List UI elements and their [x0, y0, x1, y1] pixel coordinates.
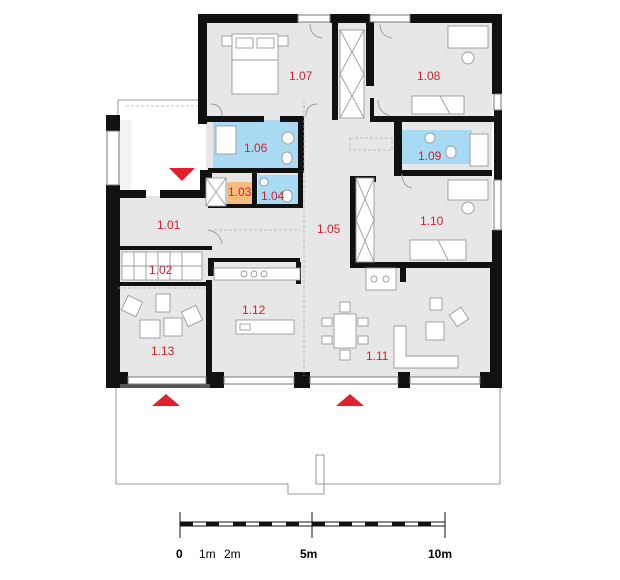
- room-label-1-06: 1.06: [244, 141, 268, 155]
- room-label-1-09: 1.09: [418, 149, 442, 163]
- scale-label-1m: 1m: [199, 547, 216, 561]
- room-label-1-02: 1.02: [149, 263, 173, 277]
- overhead-lines: [118, 100, 393, 376]
- scale-label-10m: 10m: [428, 547, 452, 561]
- room-label-1-10: 1.10: [420, 214, 444, 228]
- scale-label-0: 0: [176, 547, 183, 561]
- entrance-arrow-bottom-left: [152, 394, 180, 406]
- room-label-1-12: 1.12: [242, 303, 266, 317]
- room-labels: 1.01 1.02 1.03 1.04 1.05 1.06 1.07 1.08 …: [149, 69, 444, 363]
- room-label-1-01: 1.01: [157, 218, 181, 232]
- wc-1-03-fill: [227, 182, 253, 204]
- scale-label-2m: 2m: [224, 547, 241, 561]
- scale-label-5m: 5m: [300, 547, 317, 561]
- room-label-1-08: 1.08: [417, 69, 441, 83]
- room-label-1-07: 1.07: [289, 69, 313, 83]
- scale-bar: 0 1m 2m 5m 10m: [176, 512, 452, 561]
- entrance-arrow-top: [169, 168, 195, 181]
- room-label-1-05: 1.05: [317, 222, 341, 236]
- entrance-arrow-bottom-center: [336, 394, 364, 406]
- furniture: [120, 23, 489, 369]
- bathroom-1-09-fill: [402, 130, 472, 164]
- room-label-1-03: 1.03: [228, 185, 252, 199]
- room-label-1-13: 1.13: [151, 344, 175, 358]
- windows: [106, 14, 502, 385]
- room-label-1-11: 1.11: [366, 349, 389, 363]
- room-label-1-04: 1.04: [261, 189, 285, 203]
- entrance-arrows: [152, 168, 364, 406]
